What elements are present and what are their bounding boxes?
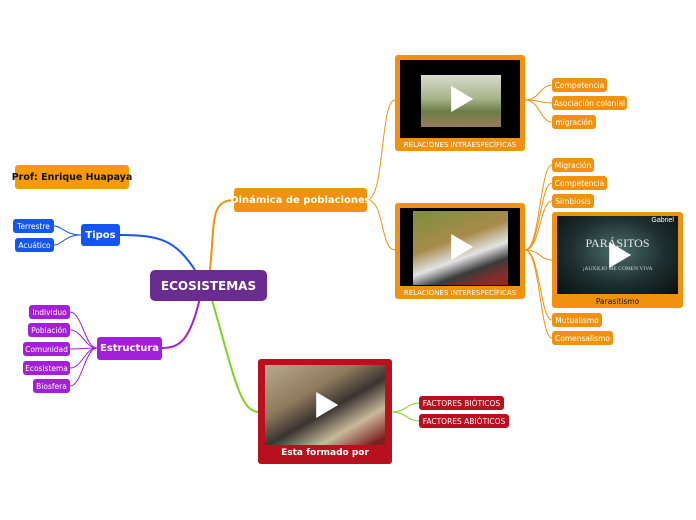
inter-item-simbiosis[interactable]: Simbiosis: [552, 194, 594, 208]
play-icon: [608, 242, 631, 268]
inter-video[interactable]: [400, 208, 520, 286]
estructura-item-comunidad[interactable]: Comunidad: [23, 342, 70, 356]
inter-card[interactable]: RELACIONES INTERESPECÍFICAS: [395, 203, 525, 299]
parasitismo-label: Parasitismo: [595, 297, 640, 306]
inter-item-migracion[interactable]: Migración: [552, 158, 594, 172]
intra-item-migracion[interactable]: migración: [552, 115, 596, 129]
intra-video[interactable]: [400, 60, 520, 138]
estructura-item-biosfera[interactable]: Biosfera: [33, 379, 70, 393]
play-icon: [451, 234, 474, 260]
tipos-item-acuatico[interactable]: Acuático: [15, 238, 54, 252]
intra-caption: RELACIONES INTRAESPECÍFICAS: [403, 141, 517, 149]
intra-item-asociacion[interactable]: Asociación colonial: [552, 96, 627, 110]
intra-card[interactable]: RELACIONES INTRAESPECÍFICAS: [395, 55, 525, 151]
inter-item-competencia[interactable]: Competencia: [552, 176, 607, 190]
dinamica-topic[interactable]: Dinámica de poblaciones: [230, 188, 371, 212]
estructura-topic[interactable]: Estructura: [97, 337, 162, 360]
formado-item-abioticos[interactable]: FACTORES ABIÓTICOS: [419, 414, 509, 428]
estructura-item-poblacion[interactable]: Población: [28, 323, 70, 337]
inter-item-mutualismo[interactable]: Mutualismo: [552, 313, 602, 327]
author-label: Prof: Enrique Huapaya: [12, 165, 132, 189]
estructura-item-individuo[interactable]: Individuo: [29, 305, 70, 319]
parasitismo-card[interactable]: Gabriel PARÁSITOS ¡AUXILIO ME COMEN VIVA…: [552, 212, 683, 308]
play-icon: [316, 392, 339, 418]
formado-video[interactable]: [265, 365, 385, 445]
parasitismo-video-brand: Gabriel: [651, 217, 674, 224]
tipos-item-terrestre[interactable]: Terrestre: [13, 219, 54, 233]
inter-item-comensalismo[interactable]: Comensalismo: [552, 331, 613, 345]
tipos-topic[interactable]: Tipos: [81, 224, 120, 246]
formado-label: Esta formado por: [281, 448, 369, 458]
parasitismo-video-subtitle: ¡AUXILIO ME COMEN VIVA: [582, 266, 653, 272]
formado-card[interactable]: Esta formado por: [258, 359, 392, 464]
play-icon: [451, 86, 474, 112]
central-topic[interactable]: ECOSISTEMAS: [150, 270, 267, 301]
intra-item-competencia[interactable]: Competencia: [552, 78, 607, 92]
parasitismo-video[interactable]: Gabriel PARÁSITOS ¡AUXILIO ME COMEN VIVA: [557, 216, 678, 294]
estructura-item-ecosistema[interactable]: Ecosistema: [23, 361, 70, 375]
formado-item-bioticos[interactable]: FACTORES BIÓTICOS: [419, 396, 504, 410]
inter-caption: RELACIONES INTERESPECÍFICAS: [403, 289, 517, 297]
